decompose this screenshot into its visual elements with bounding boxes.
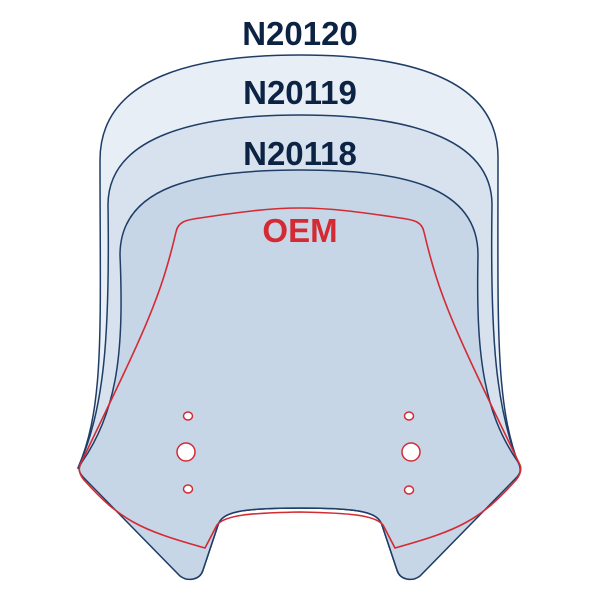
mounting-holes xyxy=(176,411,421,495)
label-n20118: N20118 xyxy=(243,135,357,172)
mounting-hole xyxy=(182,484,194,494)
label-n20120: N20120 xyxy=(242,15,358,52)
mounting-hole xyxy=(403,411,415,421)
label-oem: OEM xyxy=(262,212,337,249)
mounting-hole xyxy=(182,411,194,421)
mounting-hole xyxy=(401,442,421,462)
label-n20119: N20119 xyxy=(243,74,357,111)
oem-outline xyxy=(78,207,522,549)
mounting-hole xyxy=(176,442,196,462)
mounting-hole xyxy=(403,485,415,495)
